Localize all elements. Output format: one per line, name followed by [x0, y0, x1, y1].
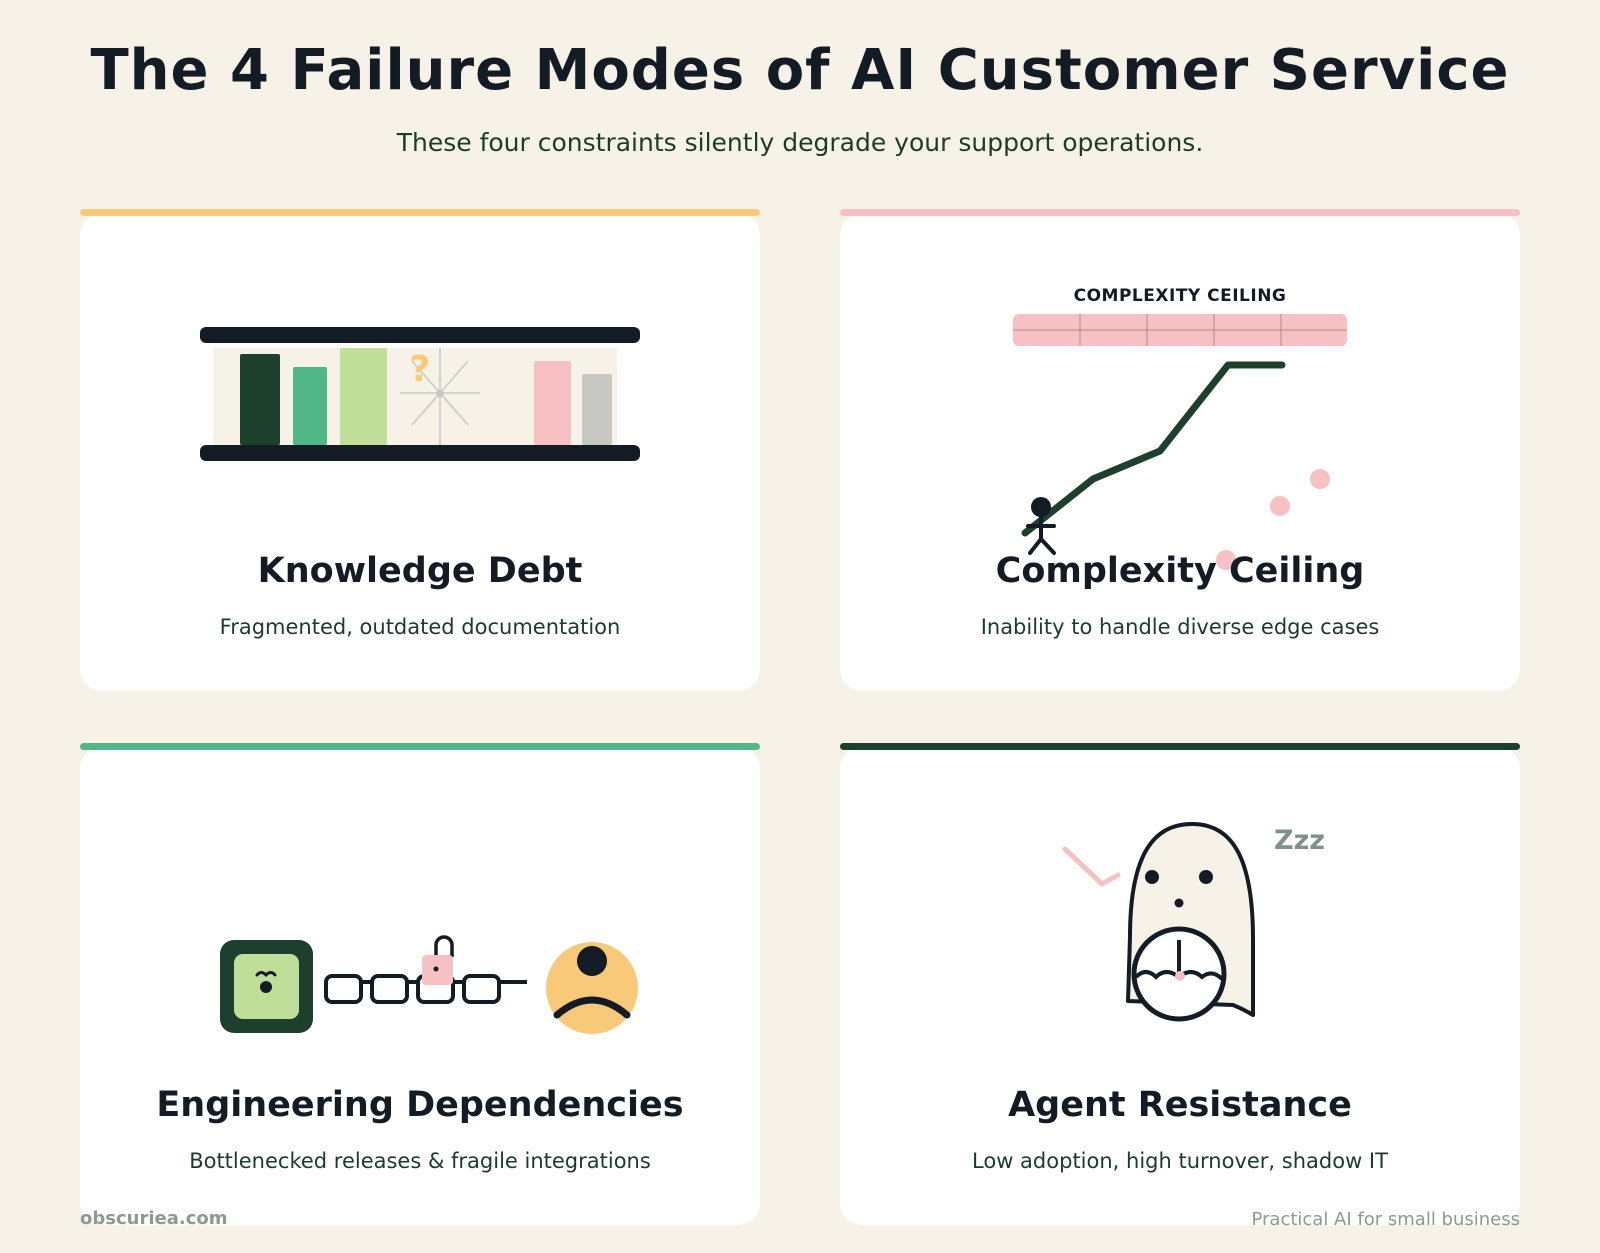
stick-figure-icon [1026, 497, 1056, 555]
page-title: The 4 Failure Modes of AI Customer Servi… [90, 38, 1510, 103]
card-accent-bar [840, 743, 1520, 750]
card-title: Engineering Dependencies [156, 1085, 684, 1125]
chained-lock-icon [220, 935, 638, 1034]
card-complexity-ceiling: COMPLEXITY CEILING Complexity Ceiling In… [840, 209, 1520, 691]
book-green [293, 367, 327, 445]
card-agent-resistance: Zzz Agent Resistance Low adoption, high … [840, 743, 1520, 1225]
cobweb-icon [400, 348, 480, 445]
sleepy-agent-icon: Zzz [1062, 822, 1325, 1022]
card-description: Inability to handle diverse edge cases [980, 615, 1380, 639]
sad-user-icon [546, 942, 638, 1034]
card-title: Complexity Ceiling [995, 551, 1365, 591]
card-accent-bar [840, 209, 1520, 216]
falling-dots [1216, 469, 1330, 570]
book-dark-green [240, 354, 280, 445]
ceiling-label: COMPLEXITY CEILING [1074, 286, 1287, 306]
card-knowledge-debt: ? Knowledge Debt Fragmented, outdated do… [80, 209, 760, 691]
card-description: Low adoption, high turnover, shadow IT [972, 1149, 1388, 1173]
card-title: Knowledge Debt [257, 551, 583, 591]
footer-site-link[interactable]: obscuriea.com [80, 1208, 228, 1229]
card-engineering-dependencies: Engineering Dependencies Bottlenecked re… [80, 743, 760, 1225]
card-description: Fragmented, outdated documentation [219, 615, 621, 639]
card-description: Bottlenecked releases & fragile integrat… [189, 1149, 651, 1173]
page-subtitle: These four constraints silently degrade … [396, 128, 1204, 157]
padlock-icon [422, 935, 454, 985]
bookshelf-icon: ? [200, 327, 640, 461]
climbing-graph-icon: COMPLEXITY CEILING [1013, 286, 1347, 570]
robot-icon [220, 940, 313, 1033]
book-pink [534, 361, 571, 445]
card-accent-bar [80, 209, 760, 216]
book-grey [582, 374, 612, 445]
question-mark-icon: ? [410, 349, 431, 390]
footer-tagline: Practical AI for small business [1251, 1209, 1520, 1230]
book-light-green [340, 348, 387, 445]
downtrend-icon [1062, 846, 1121, 887]
card-accent-bar [80, 743, 760, 750]
zzz-text: Zzz [1274, 825, 1325, 856]
card-title: Agent Resistance [1008, 1085, 1352, 1125]
growth-line [1021, 361, 1286, 537]
